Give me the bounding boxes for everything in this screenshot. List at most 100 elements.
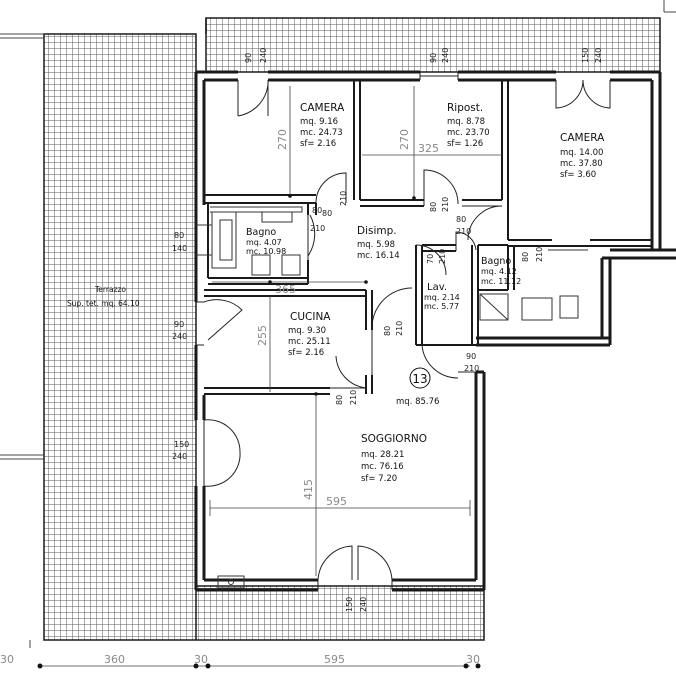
room-line: mc. 10.98 (246, 247, 286, 256)
room-line: mc. 25.11 (288, 337, 331, 347)
room-name: Disimp. (357, 225, 397, 237)
dim-soggiorno-width: 595 (326, 495, 347, 508)
room-soggiorno: SOGGIORNO mq. 28.21 mc. 76.16 sf= 7.20 (361, 433, 427, 484)
interior-walls (204, 80, 652, 395)
apartment-total-area: mq. 85.76 (396, 397, 439, 407)
room-line: sf= 2.16 (300, 139, 336, 149)
room-camera1: CAMERA mq. 9.16 mc. 24.73 sf= 2.16 (300, 102, 345, 149)
bottom-dim-4: 30 (466, 653, 480, 666)
dim-w-sogg-left-h: 240 (172, 452, 187, 461)
bottom-dim-2: 30 (194, 653, 208, 666)
dim-d-rip-h: 210 (441, 197, 450, 212)
terrace-area: Sup. tet. mq. 64.10 (67, 299, 140, 308)
dim-d-cam1-top-h: 240 (259, 48, 268, 63)
room-disimp: Disimp. mq. 5.98 mc. 16.14 (357, 225, 400, 261)
room-line: mq. 9.30 (288, 326, 326, 336)
dim-w-sogg-left-w: 150 (174, 440, 189, 449)
dim-d-rip-w: 80 (429, 202, 438, 212)
room-line: mc. 37.80 (560, 159, 603, 169)
dim-d-lav-h: 210 (438, 249, 447, 264)
room-cucina: CUCINA mq. 9.30 mc. 25.11 sf= 2.16 (288, 311, 331, 358)
dim-w-sogg-bottom-h: 240 (359, 597, 368, 612)
dimension-lines (40, 86, 502, 667)
room-line: mc. 76.16 (361, 462, 404, 472)
room-line: sf= 2.16 (288, 348, 324, 358)
room-line: mq. 28.21 (361, 450, 404, 460)
room-line: mc. 16.14 (357, 251, 400, 261)
room-line: mq. 2.14 (424, 293, 460, 302)
room-line: mq. 4.07 (246, 238, 282, 247)
dim-d-cam1-top-w: 90 (244, 53, 253, 63)
door-swings (195, 72, 611, 590)
dim-cucina-depth: 255 (256, 325, 269, 346)
terrace-name: Terrazzo (94, 285, 126, 294)
room-line: mq. 5.98 (357, 240, 395, 250)
dim-d-sogg-h: 210 (349, 390, 358, 405)
dim-w-cucina-h: 240 (172, 332, 187, 341)
dim-d-bagno1-h: 210 (310, 224, 325, 233)
terrace (43, 17, 661, 641)
room-name: CAMERA (300, 102, 345, 114)
bottom-dim-0: 30 (0, 653, 14, 666)
room-line: mc. 24.73 (300, 128, 343, 138)
apartment-badge: 13 mq. 85.76 (396, 367, 439, 407)
room-line: mq. 14.00 (560, 148, 603, 158)
room-name: Bagno (246, 227, 276, 238)
dim-w-bagno1-w: 80 (174, 231, 184, 240)
room-name: CUCINA (290, 311, 331, 323)
room-dimensions: 270 270 325 365 255 415 595 (256, 129, 439, 508)
apartment-number: 13 (412, 372, 427, 386)
room-name: Ripost. (447, 102, 483, 114)
dim-d-lav-w: 70 (426, 254, 435, 264)
room-line: mq. 9.16 (300, 117, 338, 127)
dim-ripost-depth: 270 (398, 129, 411, 150)
bottom-dim-1: 360 (104, 653, 125, 666)
dimension-ticks (37, 194, 481, 669)
dim-soggiorno-depth: 415 (302, 479, 315, 500)
room-line: mq. 4.12 (481, 267, 517, 276)
outer-walls (194, 70, 676, 592)
dim-d-cucina-h: 210 (395, 321, 404, 336)
room-line: mc. 23.70 (447, 128, 490, 138)
dim-w-sogg-bottom-w: 150 (345, 597, 354, 612)
dim-ripost-width: 325 (418, 142, 439, 155)
dim-d-cam2-top-h: 240 (594, 48, 603, 63)
dim-d-entry-w: 90 (466, 352, 476, 361)
dim-d-bagno2-h: 210 (535, 247, 544, 262)
dim-d-sogg-w: 80 (335, 395, 344, 405)
dim-d-cucina-w: 80 (383, 326, 392, 336)
dim-d-cam1-w: 80 (322, 209, 332, 218)
dim-cucina-width: 365 (275, 283, 296, 296)
room-line: mq. 8.78 (447, 117, 485, 127)
dim-d-bagno2-w: 80 (521, 252, 530, 262)
dim-d-cam1-h: 210 (339, 191, 348, 206)
room-line: mc. 5.77 (424, 302, 459, 311)
room-ripost: Ripost. mq. 8.78 mc. 23.70 sf= 1.26 (447, 102, 490, 149)
room-line: mc. 11.12 (481, 277, 521, 286)
room-camera2: CAMERA mq. 14.00 mc. 37.80 sf= 3.60 (560, 132, 605, 180)
dim-d-entry-h: 210 (464, 364, 479, 373)
dim-d-bagno1-w: 80 (312, 206, 322, 215)
bottom-dim-3: 595 (324, 653, 345, 666)
room-line: sf= 3.60 (560, 170, 596, 180)
structure-lines (196, 206, 588, 589)
railing-left (0, 0, 676, 648)
dim-w-cucina-w: 90 (174, 320, 184, 329)
dim-w-bagno1-h: 140 (172, 244, 187, 253)
dim-d-rip-top-h: 240 (441, 48, 450, 63)
room-name: Bagno (481, 256, 511, 267)
bottom-dimensions: 30 360 30 595 30 (0, 653, 480, 666)
room-lav: Lav. mq. 2.14 mc. 5.77 (424, 282, 460, 311)
room-name: CAMERA (560, 132, 605, 144)
terrace-tiles (43, 17, 661, 641)
terrace-label: Terrazzo Sup. tet. mq. 64.10 (67, 285, 140, 308)
dim-d-cam2-h: 210 (456, 227, 471, 236)
dim-d-cam2-top-w: 150 (581, 48, 590, 63)
room-name: Lav. (427, 282, 447, 293)
room-line: sf= 1.26 (447, 139, 483, 149)
dim-d-cam2-w: 80 (456, 215, 466, 224)
room-bagno1: Bagno mq. 4.07 mc. 10.98 (246, 227, 286, 256)
room-bagno2: Bagno mq. 4.12 mc. 11.12 (481, 256, 521, 286)
dim-camera1-depth: 270 (276, 129, 289, 150)
